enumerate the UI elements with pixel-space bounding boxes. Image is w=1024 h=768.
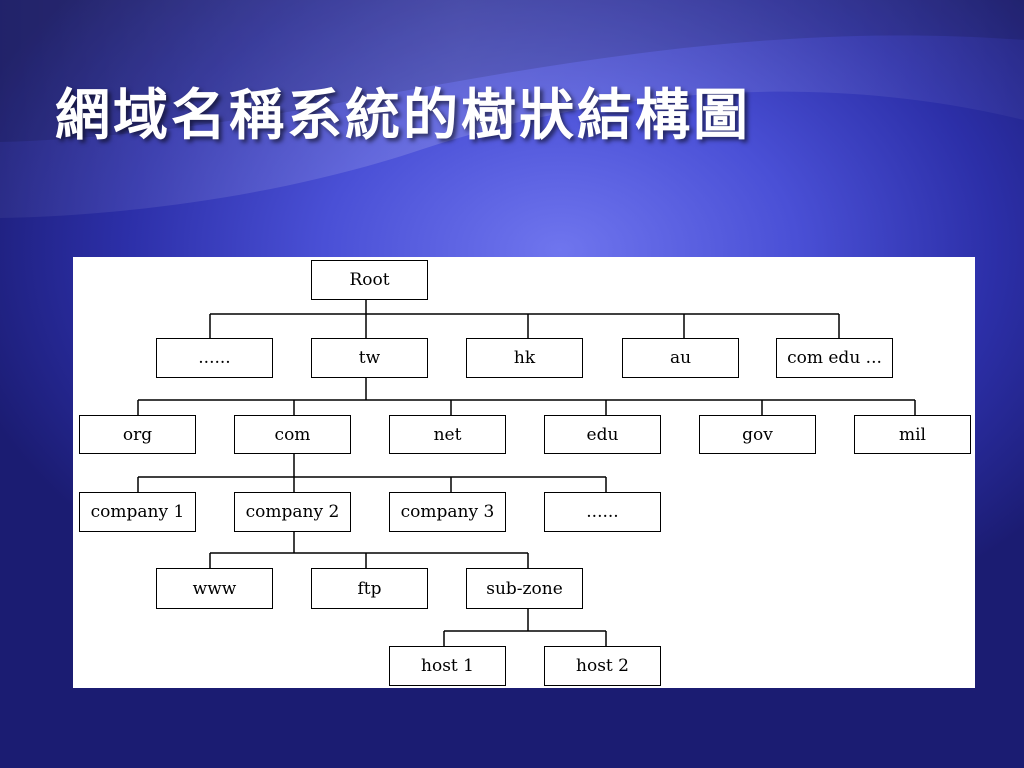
node-com-edu: com edu ... — [776, 338, 893, 378]
node-label: company 1 — [90, 502, 185, 522]
node-au: au — [622, 338, 739, 378]
node-label: host 1 — [421, 656, 474, 676]
node-label: ftp — [357, 578, 382, 599]
node-edu: edu — [544, 415, 661, 454]
node-hk: hk — [466, 338, 583, 378]
node-com: com — [234, 415, 351, 454]
node-label: ...... — [198, 348, 231, 368]
node-company-1: company 1 — [79, 492, 196, 532]
node-sub-zone: sub-zone — [466, 568, 583, 609]
tree-connectors — [137, 299, 916, 646]
node-label: mil — [899, 424, 926, 445]
node-label: host 2 — [576, 656, 629, 676]
node-www: www — [156, 568, 273, 609]
node-label: edu — [586, 424, 619, 445]
node-label: org — [122, 424, 153, 445]
node-label: net — [433, 424, 462, 445]
node-company-2: company 2 — [234, 492, 351, 532]
node-company-ellipsis: ...... — [544, 492, 661, 532]
node-mil: mil — [854, 415, 971, 454]
node-label: com — [274, 424, 311, 445]
node-label: tw — [358, 348, 381, 368]
node-host-1: host 1 — [389, 646, 506, 686]
node-tld-ellipsis: ...... — [156, 338, 273, 378]
node-label: au — [669, 348, 692, 368]
slide-title: 網域名稱系統的樹狀結構圖 — [55, 83, 752, 147]
node-label: hk — [513, 348, 536, 368]
node-label: company 2 — [245, 502, 340, 522]
background-swoosh — [0, 0, 1024, 218]
node-label: sub-zone — [486, 578, 563, 599]
node-label: company 3 — [400, 502, 495, 522]
node-org: org — [79, 415, 196, 454]
node-root: Root — [311, 260, 428, 300]
node-label: www — [192, 578, 237, 599]
node-host-2: host 2 — [544, 646, 661, 686]
node-ftp: ftp — [311, 568, 428, 609]
node-tw: tw — [311, 338, 428, 378]
node-label: Root — [349, 270, 390, 290]
dns-tree-diagram: Root ...... tw hk au com edu ... org com… — [73, 257, 975, 688]
node-gov: gov — [699, 415, 816, 454]
node-company-3: company 3 — [389, 492, 506, 532]
node-label: gov — [742, 424, 773, 445]
node-net: net — [389, 415, 506, 454]
node-label: ...... — [586, 502, 619, 522]
node-label: com edu ... — [787, 348, 882, 368]
